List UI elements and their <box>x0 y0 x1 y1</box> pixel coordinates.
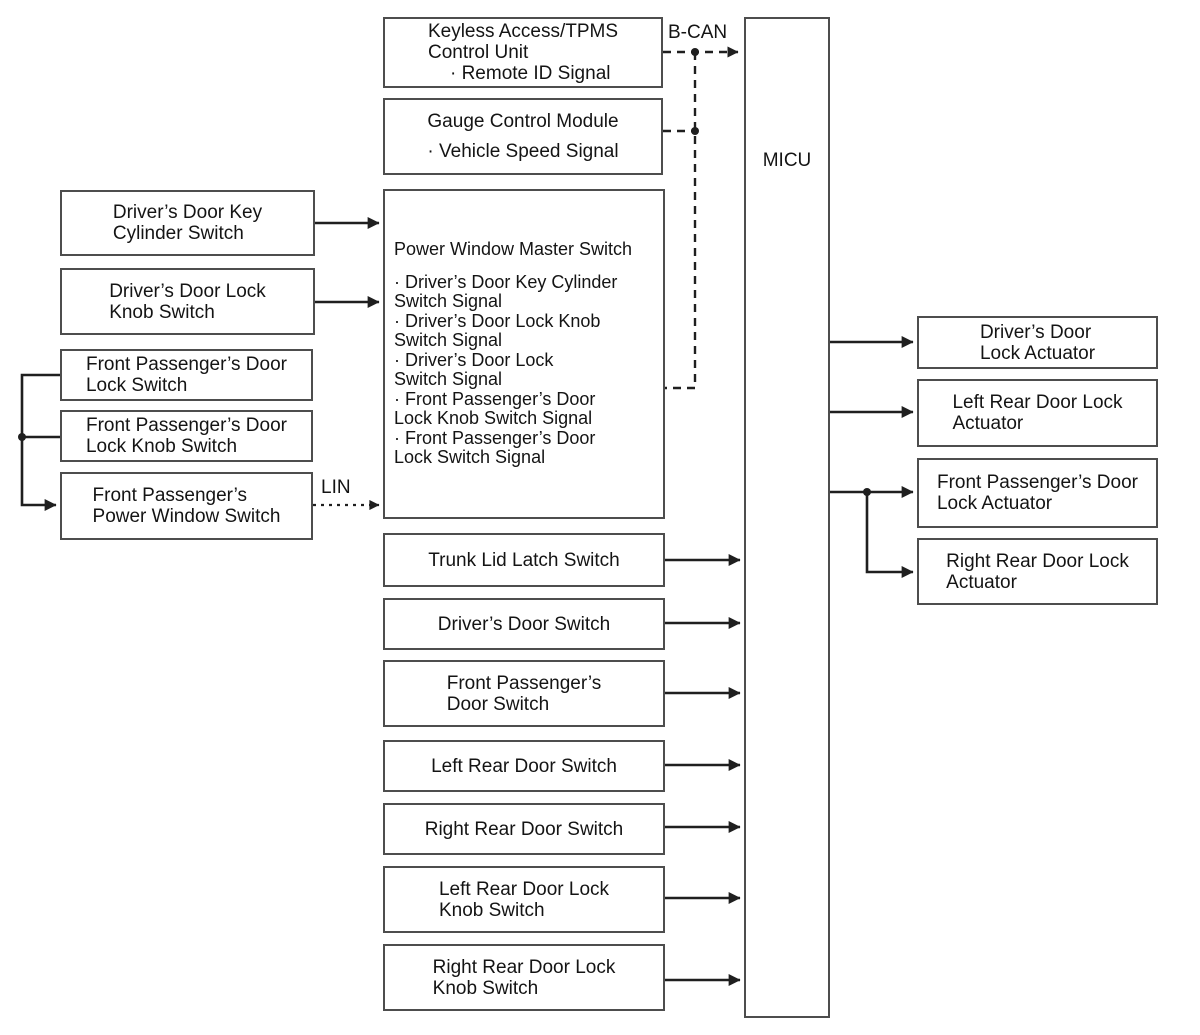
node-trunk-lid-latch-switch: Trunk Lid Latch Switch <box>383 533 665 587</box>
node-power-window-master-switch: Power Window Master Switch · Driver’s Do… <box>383 189 665 519</box>
junction-dot-actuator-branch <box>863 488 871 496</box>
lin-bus-label: LIN <box>321 477 351 498</box>
node-left-rear-door-switch: Left Rear Door Switch <box>383 740 665 792</box>
wire-micu-to-right-rear-lock-actuator <box>865 492 914 578</box>
node-drivers-door-switch: Driver’s Door Switch <box>383 598 665 650</box>
junction-dot-fp-bracket <box>18 433 26 441</box>
junction-dot-bcan-gauge <box>691 127 699 135</box>
bcan-bus-label: B-CAN <box>668 22 728 43</box>
wire-fp-bracket <box>20 373 60 511</box>
wire-bcan-master-switch-branch <box>665 52 697 390</box>
node-gauge-control-module: Gauge Control Module· Vehicle Speed Sign… <box>383 98 663 175</box>
node-micu: MICU <box>744 17 830 1018</box>
junction-dot-bcan-top <box>691 48 699 56</box>
node-right-rear-door-switch: Right Rear Door Switch <box>383 803 665 855</box>
